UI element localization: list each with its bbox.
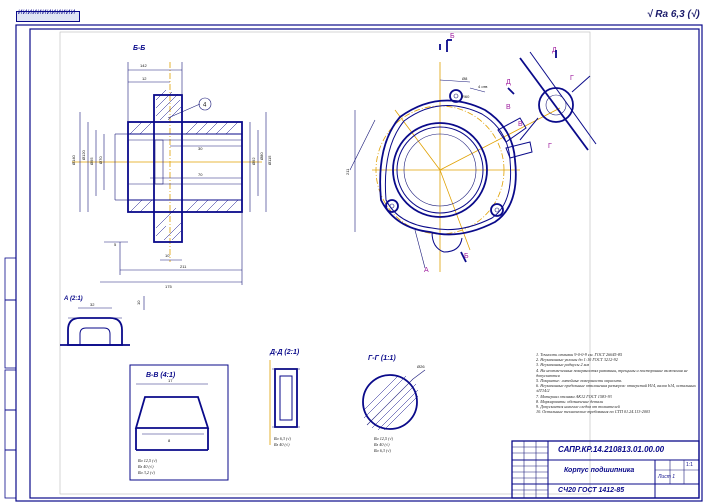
svg-text:175: 175 bbox=[165, 284, 172, 289]
top-left-stamp-text: ИИИИИИИИИИИИ bbox=[18, 10, 76, 16]
marker-v-1: В bbox=[506, 104, 511, 111]
section-bb-title: Б-Б bbox=[133, 45, 145, 52]
tech-note: 8. Маркировать: обозначение детали bbox=[536, 398, 604, 404]
svg-text:5: 5 bbox=[114, 242, 117, 247]
drawing-area-frame bbox=[59, 31, 591, 495]
section-bb-view: 4 142 12 30 70 211 175 5 10 Ø140 Ø120 Ø9… bbox=[71, 62, 272, 289]
marker-d-2: Д bbox=[552, 47, 557, 54]
svg-text:Ra 3,2 (√): Ra 3,2 (√) bbox=[137, 470, 156, 476]
svg-text:32: 32 bbox=[90, 302, 95, 307]
inner-frame bbox=[29, 28, 700, 499]
view-a: 32 10 bbox=[60, 296, 145, 346]
svg-text:142: 142 bbox=[140, 63, 147, 68]
svg-text:Rz 40 (√): Rz 40 (√) bbox=[137, 464, 154, 469]
svg-text:Rz 40 (√): Rz 40 (√) bbox=[373, 442, 390, 447]
marker-d-1: Д bbox=[506, 79, 511, 86]
tech-note: 7. Материал отливки АК12 ГОСТ 1583-93 bbox=[536, 393, 612, 399]
svg-text:Ø140: Ø140 bbox=[71, 154, 76, 165]
svg-text:Ra 12,5 (√): Ra 12,5 (√) bbox=[373, 436, 394, 442]
svg-text:R60: R60 bbox=[462, 94, 470, 99]
tech-note: 9. Допускается наличие следов от толкате… bbox=[536, 404, 620, 410]
svg-text:30: 30 bbox=[198, 146, 203, 151]
title-block-scale: 1:1 bbox=[686, 462, 693, 468]
svg-text:Ø95: Ø95 bbox=[89, 157, 94, 165]
svg-text:Ø120: Ø120 bbox=[81, 149, 86, 160]
section-gg-title: Г-Г (1:1) bbox=[368, 355, 396, 362]
svg-text:Ra 12,5 (√): Ra 12,5 (√) bbox=[137, 458, 158, 464]
section-vv-title: В-В (4:1) bbox=[146, 372, 176, 379]
svg-text:70: 70 bbox=[198, 172, 203, 177]
tech-note: 5. Покрытие: литейные поверхности окраси… bbox=[536, 378, 622, 384]
tech-note: 10. Остальные технические требования по … bbox=[536, 409, 651, 415]
svg-text:12: 12 bbox=[142, 76, 147, 81]
marker-g-1: Г bbox=[548, 143, 552, 150]
svg-text:Ø80: Ø80 bbox=[259, 152, 264, 160]
svg-text:8: 8 bbox=[168, 438, 171, 443]
marker-b-bottom: Б bbox=[464, 253, 469, 260]
svg-text:211: 211 bbox=[345, 168, 350, 175]
title-block-part-name: Корпус подшипника bbox=[564, 467, 635, 474]
svg-text:Rz 40 (√): Rz 40 (√) bbox=[273, 442, 290, 447]
marker-a: А bbox=[424, 267, 429, 274]
marker-b-top: Б bbox=[450, 33, 455, 40]
title-block-sheet: Лист 1 bbox=[658, 474, 676, 480]
svg-text:10: 10 bbox=[165, 253, 170, 258]
outer-frame bbox=[15, 24, 703, 502]
svg-text:Ø8: Ø8 bbox=[462, 76, 468, 81]
view-a-title: А (2:1) bbox=[63, 296, 83, 302]
svg-text:Ra 6,3 (√): Ra 6,3 (√) bbox=[273, 436, 292, 442]
svg-text:17: 17 bbox=[168, 378, 173, 383]
flange-front-view: 211 Ø8 4 отв R60 Б Б В В Г Г Д Д А bbox=[345, 33, 597, 274]
callout-bubble bbox=[198, 97, 212, 111]
section-gg-view: Ø26 Ra 12,5 (√) Rz 40 (√) Ra 6,3 (√) bbox=[362, 364, 425, 454]
svg-text:Ø115: Ø115 bbox=[267, 155, 272, 165]
svg-text:Ø92: Ø92 bbox=[251, 157, 256, 165]
tech-note: 4. На неотмеченных поверхностях раковины… bbox=[536, 367, 688, 378]
roughness-symbol: √ Ra 6,3 (√) bbox=[647, 9, 700, 20]
svg-text:Ra 6,3 (√): Ra 6,3 (√) bbox=[373, 448, 392, 454]
left-stamp-strip-2 bbox=[4, 369, 17, 499]
title-block-material: СЧ20 ГОСТ 1412-85 bbox=[558, 487, 625, 494]
marker-v-2: В bbox=[518, 121, 523, 128]
top-left-stamp bbox=[16, 11, 80, 22]
tech-note: 6. Неуказанные предельные отклонения раз… bbox=[536, 383, 696, 394]
svg-text:Ø70: Ø70 bbox=[98, 156, 103, 164]
marker-g-2: Г bbox=[570, 75, 574, 82]
title-block-designation: САПР.КР.14.210813.01.00.00 bbox=[558, 445, 665, 454]
svg-text:211: 211 bbox=[180, 264, 187, 269]
svg-text:Ø26: Ø26 bbox=[417, 364, 425, 369]
tech-note: 2. Неуказанные уклоны до 1:10 ГОСТ 3212-… bbox=[536, 357, 618, 363]
tech-note: 3. Неуказанные радиусы 2 мм bbox=[536, 362, 589, 368]
left-stamp-strip-1 bbox=[4, 257, 17, 369]
title-block bbox=[511, 440, 700, 499]
tech-note: 1. Точность отливки 9-0-0-9 см. ГОСТ 266… bbox=[536, 352, 623, 357]
callout-number: 4 bbox=[203, 103, 207, 109]
view-d-title: Д-Д (2:1) bbox=[269, 349, 300, 356]
technical-notes: 1. Точность отливки 9-0-0-9 см. ГОСТ 266… bbox=[536, 352, 696, 414]
section-vv-view: 17 8 Ra 12,5 (√) Rz 40 (√) Ra 3,2 (√) bbox=[129, 364, 229, 481]
view-dd: Ra 6,3 (√) Rz 40 (√) bbox=[269, 360, 300, 447]
svg-text:10: 10 bbox=[136, 300, 141, 305]
svg-text:4 отв: 4 отв bbox=[478, 84, 487, 89]
